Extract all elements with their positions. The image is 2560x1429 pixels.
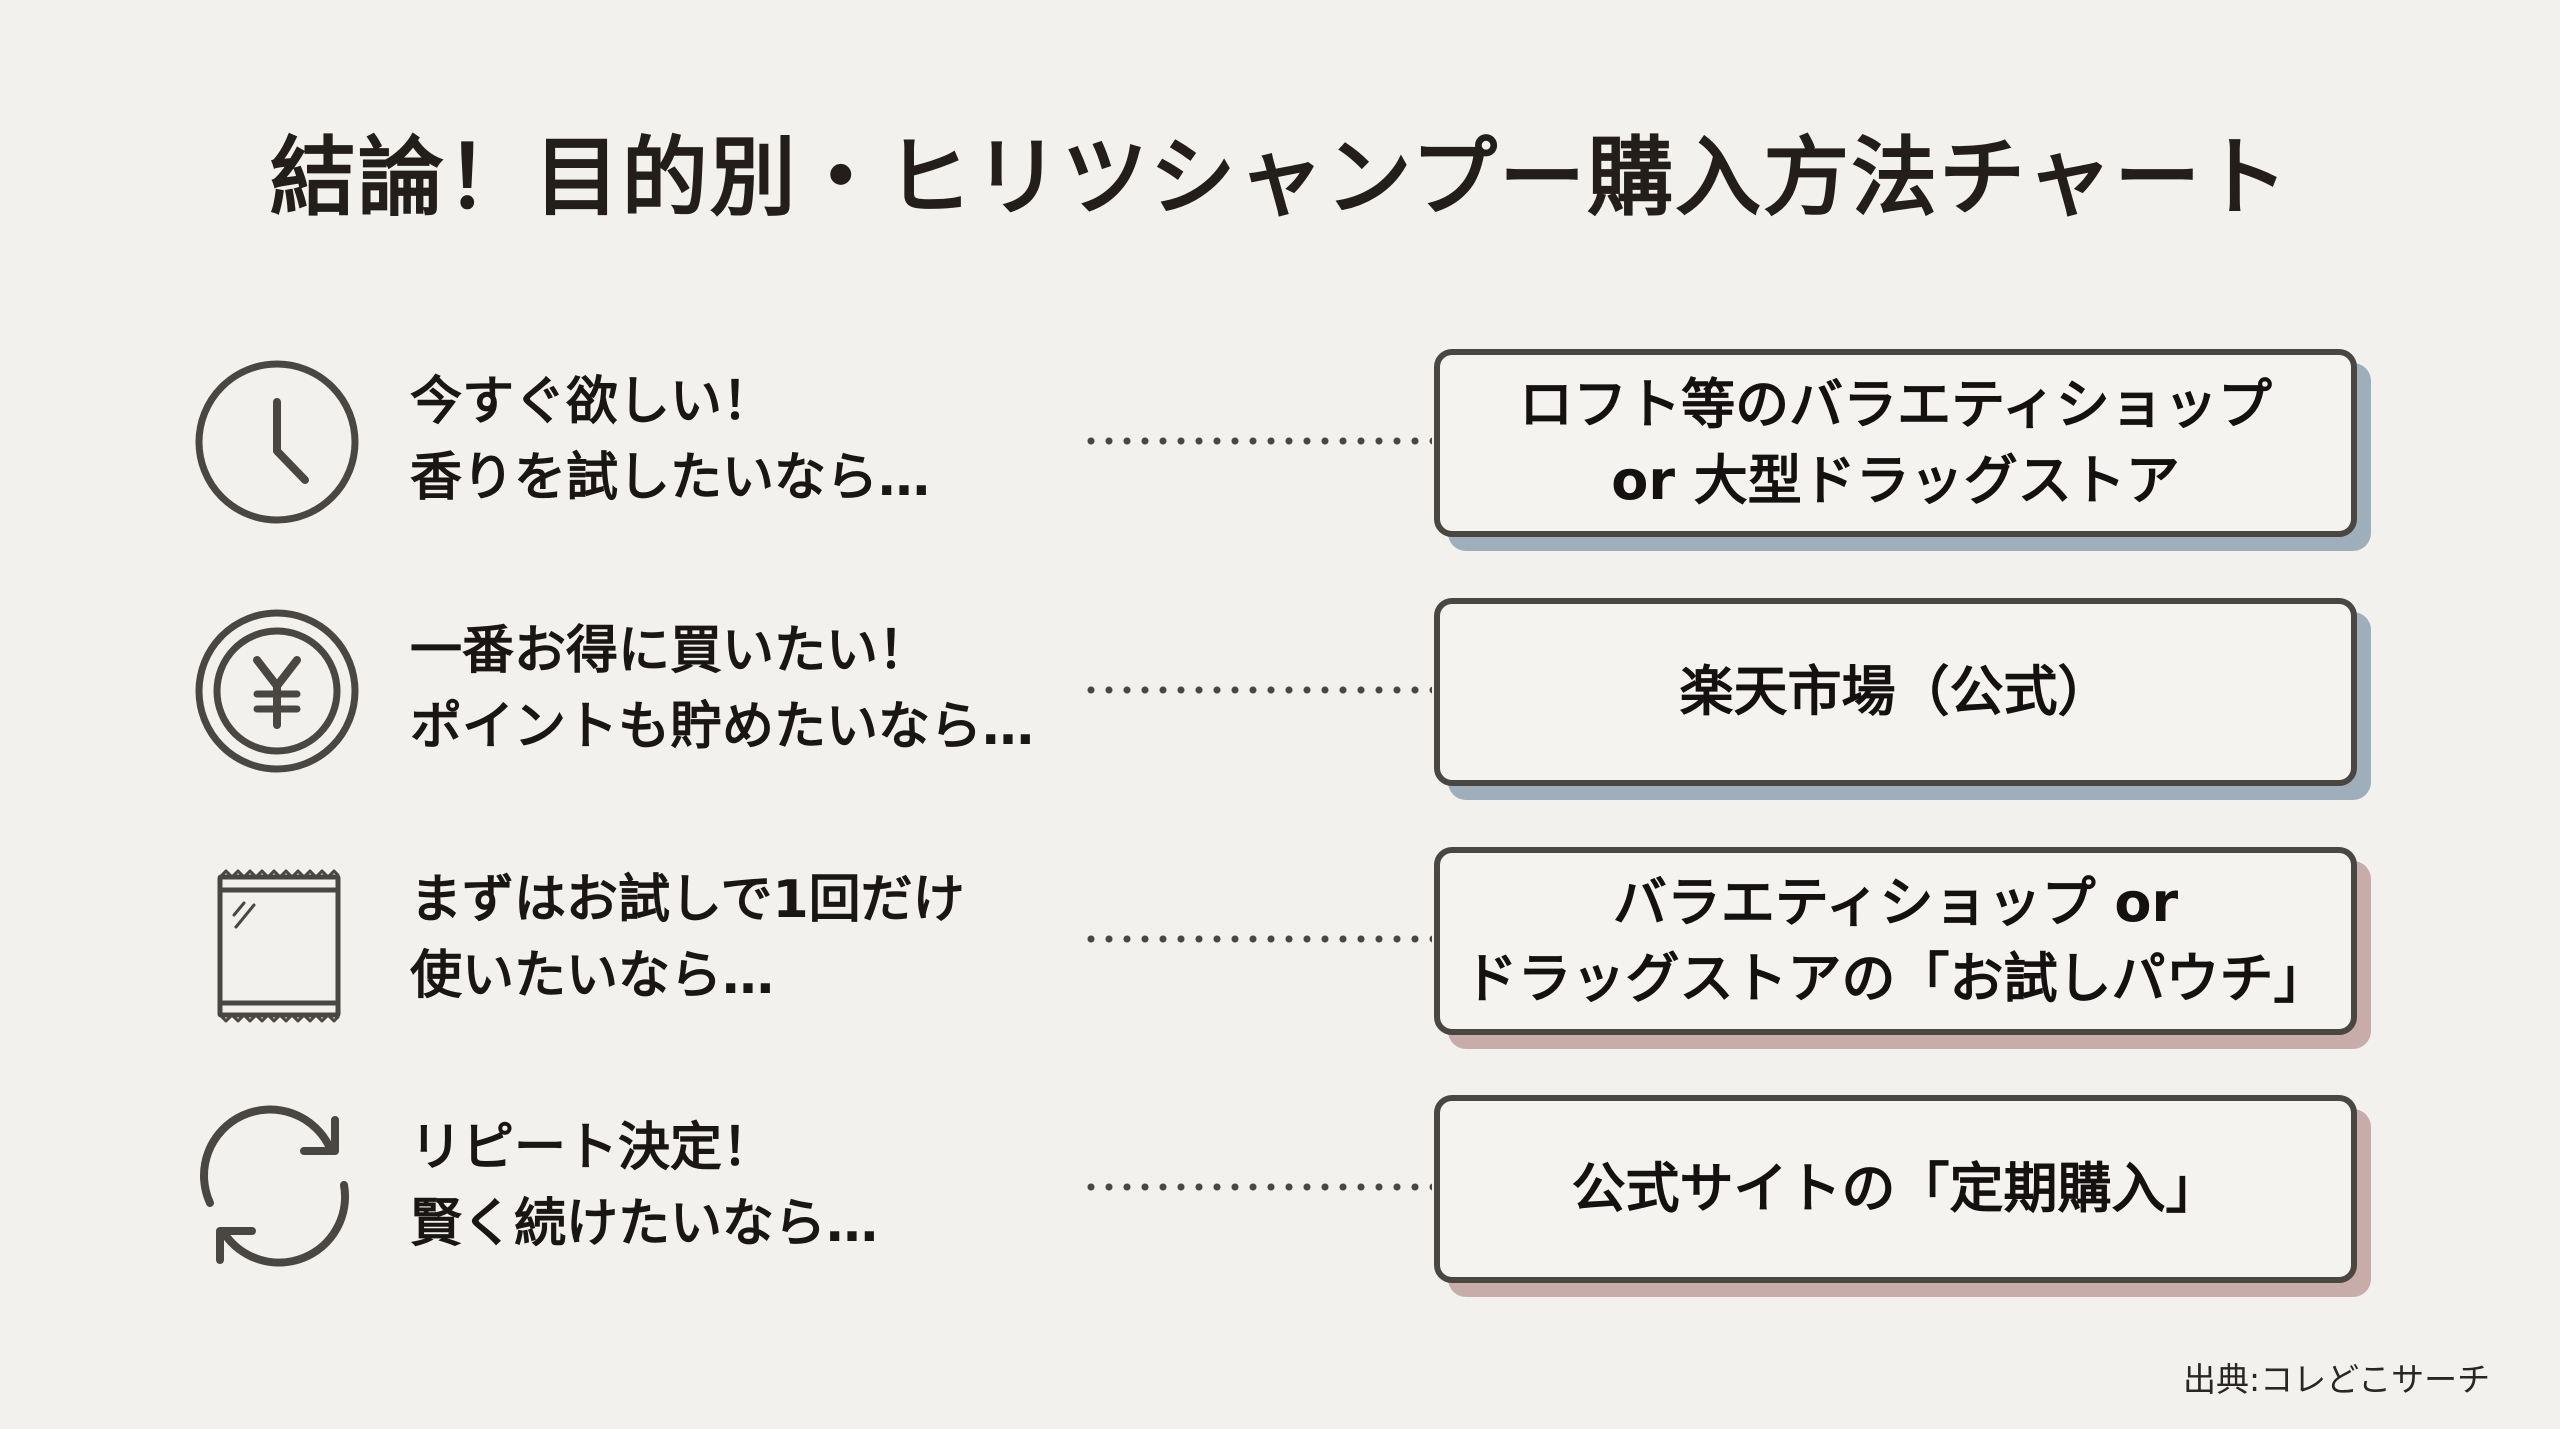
row-trial: まずはお試しで1回だけ 使いたいなら… バラエティショップ or ドラッグストア… <box>0 840 2560 1040</box>
chart-title: 結論！目的別・ヒリツシャンプー購入方法チャート <box>269 128 2291 228</box>
clock-icon <box>190 357 360 527</box>
condition-line-1: リピート決定！ <box>410 1118 775 1178</box>
result-line-2: ドラッグストアの「お試しパウチ」 <box>1463 947 2328 1010</box>
condition-line-1: 一番お得に買いたい！ <box>410 621 931 681</box>
dotted-connector <box>1082 437 1432 445</box>
condition-text: 今すぐ欲しい！ 香りを試したいなら… <box>410 364 930 516</box>
result-line-1: 楽天市場（公式） <box>1679 660 2112 723</box>
result-box: 楽天市場（公式） <box>1434 598 2357 786</box>
yen-coin-icon <box>190 606 360 776</box>
result-box: 公式サイトの「定期購入」 <box>1434 1095 2357 1283</box>
condition-line-1: まずはお試しで1回だけ <box>410 870 965 930</box>
condition-text: リピート決定！ 賢く続けたいなら… <box>410 1110 878 1262</box>
condition-line-2: 賢く続けたいなら… <box>410 1194 879 1254</box>
result-line-2: or 大型ドラッグストア <box>1611 449 2180 512</box>
condition-text: 一番お得に買いたい！ ポイントも貯めたいなら… <box>410 613 1034 765</box>
dotted-connector <box>1082 1183 1432 1191</box>
condition-line-2: 香りを試したいなら… <box>410 448 931 508</box>
dotted-connector <box>1082 935 1432 943</box>
source-credit: 出典:コレどこサーチ <box>2183 1360 2491 1399</box>
result-box: バラエティショップ or ドラッグストアの「お試しパウチ」 <box>1434 847 2357 1035</box>
condition-line-1: 今すぐ欲しい！ <box>410 372 775 432</box>
condition-text: まずはお試しで1回だけ 使いたいなら… <box>410 862 965 1014</box>
row-repeat: リピート決定！ 賢く続けたいなら… 公式サイトの「定期購入」 <box>0 1088 2560 1288</box>
row-buy-now: 今すぐ欲しい！ 香りを試したいなら… ロフト等のバラエティショップ or 大型ド… <box>0 342 2560 542</box>
sample-pouch-icon <box>190 855 360 1025</box>
result-line-1: 公式サイトの「定期購入」 <box>1571 1157 2220 1220</box>
result-line-1: バラエティショップ or <box>1612 871 2179 934</box>
result-box: ロフト等のバラエティショップ or 大型ドラッグストア <box>1434 349 2357 537</box>
condition-line-2: 使いたいなら… <box>410 946 775 1006</box>
row-best-deal: 一番お得に買いたい！ ポイントも貯めたいなら… 楽天市場（公式） <box>0 591 2560 791</box>
dotted-connector <box>1082 686 1432 694</box>
refresh-cycle-icon <box>190 1103 360 1273</box>
condition-line-2: ポイントも貯めたいなら… <box>410 697 1035 757</box>
result-line-1: ロフト等のバラエティショップ <box>1519 373 2272 436</box>
